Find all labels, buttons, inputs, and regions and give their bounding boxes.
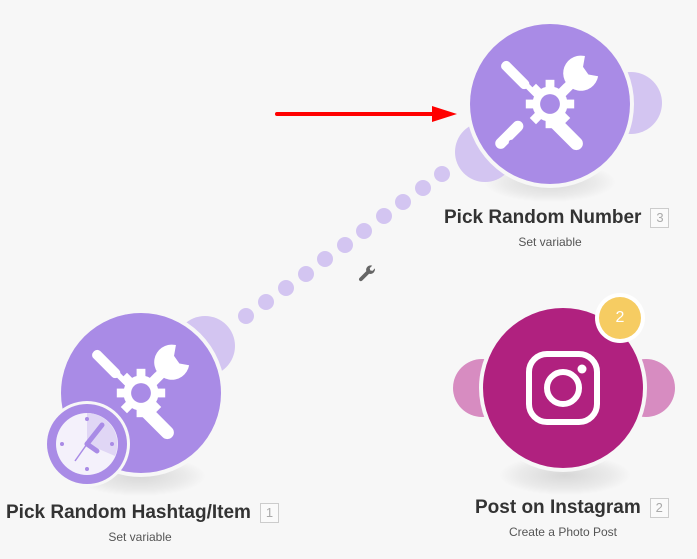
connector-dot <box>415 180 431 196</box>
connector-dot <box>258 294 274 310</box>
connector-dot <box>356 223 372 239</box>
instagram-icon <box>526 351 600 425</box>
clock-icon[interactable] <box>44 401 130 487</box>
connector-dot <box>298 266 314 282</box>
module-title: Post on Instagram 2 <box>475 497 669 519</box>
connector-dot <box>395 194 411 210</box>
connector-dot <box>238 308 254 324</box>
connector-dot <box>337 237 353 253</box>
connector-dot <box>317 251 333 267</box>
operations-badge: 2 <box>599 297 641 339</box>
module-title-text: Pick Random Number <box>444 207 642 228</box>
badge-count: 2 <box>615 309 625 326</box>
module-subtitle: Set variable <box>518 235 582 249</box>
module-number: 3 <box>650 208 670 228</box>
annotation-red-arrow <box>274 104 460 124</box>
module-circle[interactable] <box>470 24 630 184</box>
connector-dot <box>278 280 294 296</box>
module-title-text: Pick Random Hashtag/Item <box>6 502 251 523</box>
module-title: Pick Random Number 3 <box>444 207 670 229</box>
tools-icon <box>92 344 190 440</box>
module-title: Pick Random Hashtag/Item 1 <box>6 502 279 524</box>
tools-icon <box>495 55 599 151</box>
route-settings-wrench-icon[interactable] <box>357 264 377 284</box>
module-number: 2 <box>649 498 669 518</box>
module-title-text: Post on Instagram <box>475 497 641 518</box>
module-number: 1 <box>259 503 279 523</box>
connector-dot <box>434 166 450 182</box>
module-subtitle: Set variable <box>108 530 172 544</box>
module-subtitle: Create a Photo Post <box>508 525 618 539</box>
connector-dot <box>376 208 392 224</box>
